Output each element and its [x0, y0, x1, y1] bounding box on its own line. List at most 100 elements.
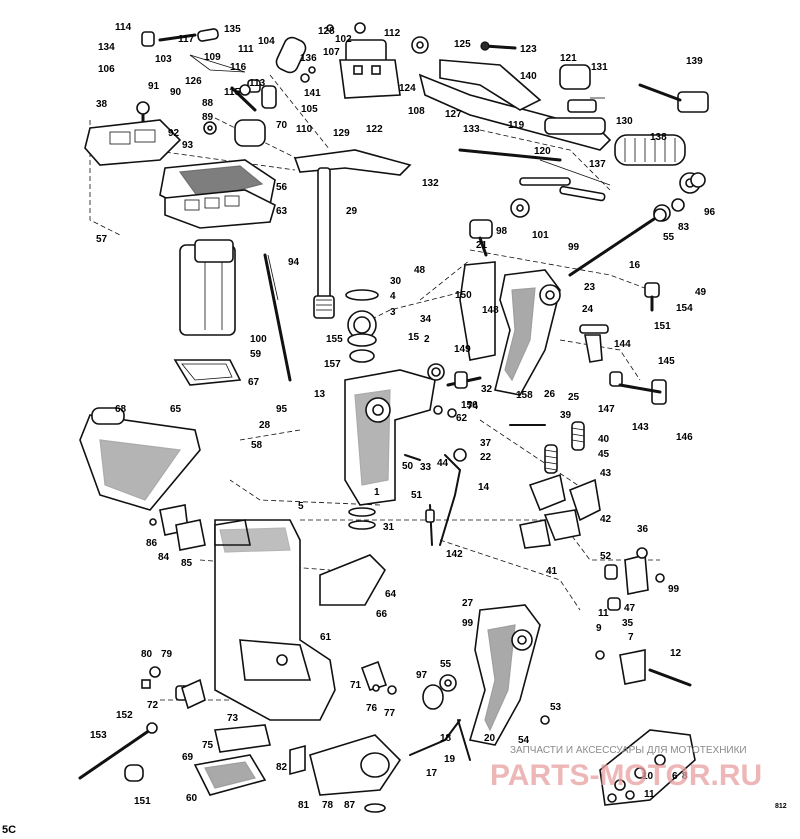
callout-63: 63: [276, 206, 288, 217]
callout-83: 83: [678, 222, 690, 233]
callout-146: 146: [676, 432, 693, 443]
callout-132: 132: [422, 178, 439, 189]
callout-95: 95: [276, 404, 288, 415]
callout-99: 99: [568, 242, 580, 253]
callout-86: 86: [146, 538, 158, 549]
callout-141: 141: [304, 88, 321, 99]
callout-138: 138: [650, 132, 667, 143]
callout-1: 1: [374, 487, 380, 498]
callout-123: 123: [520, 44, 537, 55]
callout-120: 120: [534, 146, 551, 157]
exhaust-housing-59: [173, 239, 292, 386]
callout-39: 39: [560, 410, 572, 421]
callout-24: 24: [582, 304, 594, 315]
callout-115: 115: [224, 87, 241, 98]
swivel-bracket: [344, 289, 482, 530]
callout-137: 137: [589, 159, 606, 170]
callout-140: 140: [520, 71, 537, 82]
callout-35: 35: [622, 618, 634, 629]
lower-cover-65: [79, 407, 201, 511]
steering-shaft-assembly: [293, 149, 412, 319]
callout-151: 151: [134, 796, 151, 807]
callout-68: 68: [115, 404, 127, 415]
callout-38: 38: [96, 99, 108, 110]
callout-65: 65: [170, 404, 182, 415]
figure-code: 5C: [2, 824, 16, 836]
shift-rods: [404, 424, 546, 546]
watermark-caption: ЗАПЧАСТИ И АКСЕССУАРЫ ДЛЯ МОТОТЕХНИКИ: [510, 745, 747, 756]
callout-30: 30: [390, 276, 402, 287]
callout-105: 105: [301, 104, 318, 115]
callout-152: 152: [116, 710, 133, 721]
callout-76: 76: [366, 703, 378, 714]
callout-92: 92: [168, 128, 180, 139]
callout-133: 133: [463, 124, 480, 135]
callout-82: 82: [276, 762, 288, 773]
callout-101: 101: [532, 230, 549, 241]
callout-128: 128: [318, 26, 335, 37]
callout-58: 58: [251, 440, 263, 451]
callout-34: 34: [420, 314, 432, 325]
callout-53: 53: [550, 702, 562, 713]
callout-18: 18: [440, 733, 452, 744]
callout-31: 31: [383, 522, 395, 533]
callout-48: 48: [414, 265, 426, 276]
callout-81: 81: [298, 800, 310, 811]
callout-97: 97: [416, 670, 428, 681]
callout-151: 151: [654, 321, 671, 332]
callout-12: 12: [670, 648, 682, 659]
callout-107: 107: [323, 47, 340, 58]
callout-17: 17: [426, 768, 438, 779]
callout-88: 88: [202, 98, 214, 109]
callout-148: 148: [482, 305, 499, 316]
clamp-bracket-lower: [409, 604, 550, 761]
callout-49: 49: [695, 287, 707, 298]
top-left-small-parts: [136, 22, 517, 147]
callout-113: 113: [249, 78, 266, 89]
callout-134: 134: [98, 42, 115, 53]
callout-55: 55: [663, 232, 675, 243]
callout-32: 32: [481, 384, 493, 395]
tiller-arm-assembly: [418, 59, 709, 222]
callout-4: 4: [390, 291, 396, 302]
callout-42: 42: [600, 514, 612, 525]
transom-plate: [599, 729, 696, 806]
callout-5: 5: [298, 501, 304, 512]
callout-158: 158: [516, 390, 533, 401]
callout-37: 37: [480, 438, 492, 449]
callout-21: 21: [476, 240, 488, 251]
callout-33: 33: [420, 462, 432, 473]
callout-130: 130: [616, 116, 633, 127]
callout-96: 96: [704, 207, 716, 218]
callout-156: 156: [461, 400, 478, 411]
callout-26: 26: [544, 389, 556, 400]
callout-117: 117: [178, 34, 195, 45]
callout-56: 56: [276, 182, 288, 193]
callout-6: 6: [672, 771, 678, 782]
callout-98: 98: [496, 226, 508, 237]
callout-87: 87: [344, 800, 356, 811]
callout-7: 7: [628, 632, 634, 643]
callout-61: 61: [320, 632, 332, 643]
callout-109: 109: [204, 52, 221, 63]
tilt-springs: [519, 371, 692, 687]
callout-45: 45: [598, 449, 610, 460]
callout-80: 80: [141, 649, 153, 660]
callout-73: 73: [227, 713, 239, 724]
callout-16: 16: [629, 260, 641, 271]
callout-122: 122: [366, 124, 383, 135]
callout-70: 70: [276, 120, 288, 131]
callout-77: 77: [384, 708, 396, 719]
callout-119: 119: [508, 120, 525, 131]
callout-155: 155: [326, 334, 343, 345]
callout-13: 13: [314, 389, 326, 400]
callout-121: 121: [560, 53, 577, 64]
callout-150: 150: [455, 290, 472, 301]
callout-125: 125: [454, 39, 471, 50]
callout-74: 74: [467, 401, 479, 412]
callout-50: 50: [402, 461, 414, 472]
callout-11: 11: [644, 789, 655, 800]
callout-104: 104: [258, 36, 275, 47]
